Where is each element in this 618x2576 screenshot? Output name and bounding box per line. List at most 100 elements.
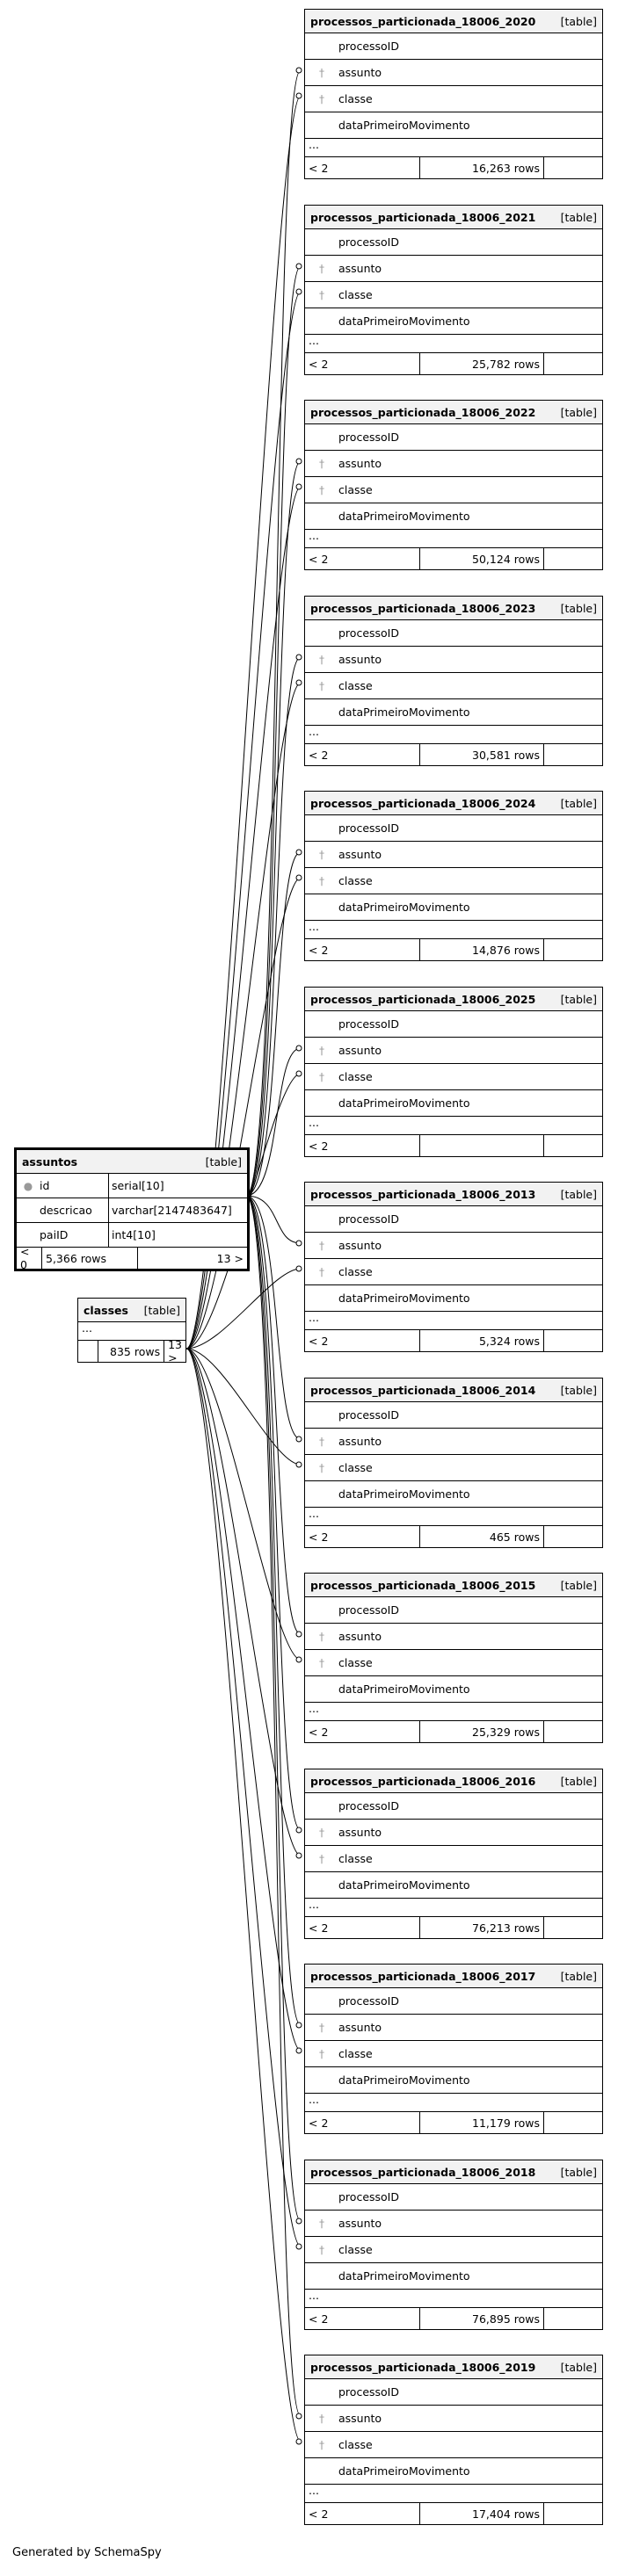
table-header: processos_particionada_18006_2018[table] bbox=[305, 2160, 602, 2184]
column-row: †classe bbox=[305, 868, 602, 894]
column-name: assunto bbox=[338, 653, 382, 666]
table-partition[interactable]: processos_particionada_18006_2019[table]… bbox=[304, 2355, 603, 2525]
column-row: processoID bbox=[305, 229, 602, 256]
table-partition[interactable]: processos_particionada_18006_2013[table]… bbox=[304, 1182, 603, 1352]
column-row-paiID: paiID int4[10] bbox=[17, 1223, 247, 1248]
more-columns: ... bbox=[305, 921, 602, 939]
column-name: dataPrimeiroMovimento bbox=[338, 901, 470, 914]
column-name: processoID bbox=[338, 1017, 399, 1031]
column-row: †assunto bbox=[305, 2211, 602, 2237]
edge-end-marker bbox=[295, 1827, 302, 1834]
edge-end-marker bbox=[295, 874, 302, 881]
table-partition[interactable]: processos_particionada_18006_2022[table]… bbox=[304, 400, 603, 570]
table-assuntos[interactable]: assuntos [table] ● id serial[10] descric… bbox=[14, 1147, 250, 1271]
table-partition[interactable]: processos_particionada_18006_2025[table]… bbox=[304, 987, 603, 1157]
edge-end-marker bbox=[295, 1461, 302, 1468]
table-partition[interactable]: processos_particionada_18006_2015[table]… bbox=[304, 1573, 603, 1743]
column-row: processoID bbox=[305, 33, 602, 60]
column-row: †classe bbox=[305, 1259, 602, 1285]
column-row: †assunto bbox=[305, 2406, 602, 2432]
column-row: processoID bbox=[305, 1011, 602, 1038]
edge-assunto bbox=[245, 1047, 302, 1197]
column-name: assunto bbox=[338, 66, 382, 79]
edge-end-marker bbox=[295, 263, 302, 270]
table-partition[interactable]: processos_particionada_18006_2020[table]… bbox=[304, 9, 603, 179]
column-row: dataPrimeiroMovimento bbox=[305, 1285, 602, 1312]
column-name: assunto bbox=[338, 457, 382, 470]
column-name: dataPrimeiroMovimento bbox=[338, 1878, 470, 1892]
parents-count: < 2 bbox=[305, 939, 420, 960]
column-row: †classe bbox=[305, 477, 602, 503]
edge-assunto bbox=[245, 851, 302, 1197]
edge-assunto bbox=[245, 1195, 302, 1635]
column-row: †classe bbox=[305, 282, 602, 308]
edge-end-marker bbox=[295, 2218, 302, 2225]
edge-end-marker bbox=[295, 67, 302, 74]
table-partition[interactable]: processos_particionada_18006_2016[table]… bbox=[304, 1769, 603, 1939]
column-row: †classe bbox=[305, 2237, 602, 2263]
row-count: 16,263 rows bbox=[420, 157, 544, 178]
row-count: 30,581 rows bbox=[420, 744, 544, 765]
column-name: classe bbox=[338, 483, 373, 496]
edge-end-marker bbox=[295, 458, 302, 465]
edge-end-marker bbox=[295, 1240, 302, 1247]
table-header: processos_particionada_18006_2023[table] bbox=[305, 597, 602, 620]
column-row: dataPrimeiroMovimento bbox=[305, 1481, 602, 1508]
edge-end-marker bbox=[295, 1436, 302, 1443]
column-name: processoID bbox=[338, 1603, 399, 1617]
table-name: processos_particionada_18006_2015 bbox=[310, 1578, 536, 1592]
edge-assunto bbox=[245, 656, 302, 1197]
table-header: assuntos [table] bbox=[17, 1150, 247, 1174]
column-row: †assunto bbox=[305, 60, 602, 86]
table-classes[interactable]: classes [table] ... 835 rows 13 > bbox=[77, 1298, 186, 1364]
column-name: processoID bbox=[338, 821, 399, 835]
column-row: processoID bbox=[305, 1402, 602, 1429]
table-partition[interactable]: processos_particionada_18006_2014[table]… bbox=[304, 1378, 603, 1548]
more-columns: ... bbox=[305, 1312, 602, 1330]
column-name: assunto bbox=[338, 2021, 382, 2034]
table-partition[interactable]: processos_particionada_18006_2024[table]… bbox=[304, 791, 603, 961]
more-columns: ... bbox=[305, 1899, 602, 1917]
parents-count: < 2 bbox=[305, 1917, 420, 1938]
column-name: classe bbox=[338, 1070, 373, 1083]
foreign-key-icon: † bbox=[319, 679, 324, 692]
table-partition[interactable]: processos_particionada_18006_2018[table]… bbox=[304, 2160, 603, 2330]
table-header: processos_particionada_18006_2014[table] bbox=[305, 1378, 602, 1402]
row-count: 25,782 rows bbox=[420, 353, 544, 374]
column-row: †assunto bbox=[305, 1820, 602, 1846]
edge-end-marker bbox=[295, 1852, 302, 1859]
table-partition[interactable]: processos_particionada_18006_2021[table]… bbox=[304, 205, 603, 375]
column-name: assunto bbox=[338, 1239, 382, 1252]
edge-end-marker bbox=[295, 1631, 302, 1638]
more-columns: ... bbox=[305, 2485, 602, 2503]
table-partition[interactable]: processos_particionada_18006_2023[table]… bbox=[304, 596, 603, 766]
edge-end-marker bbox=[295, 1070, 302, 1077]
column-row: †assunto bbox=[305, 256, 602, 282]
edge-end-marker bbox=[295, 483, 302, 490]
edge-end-marker bbox=[295, 1045, 302, 1052]
column-row: †assunto bbox=[305, 1429, 602, 1455]
children-count bbox=[544, 2308, 602, 2329]
column-name: dataPrimeiroMovimento bbox=[338, 1096, 470, 1110]
more-columns: ... bbox=[305, 1508, 602, 1526]
edge-end-marker bbox=[295, 2413, 302, 2420]
table-partition[interactable]: processos_particionada_18006_2017[table]… bbox=[304, 1964, 603, 2134]
edge-assunto bbox=[245, 460, 302, 1197]
edge-classe bbox=[185, 1348, 302, 2442]
table-type: [table] bbox=[560, 796, 597, 810]
table-header: processos_particionada_18006_2022[table] bbox=[305, 401, 602, 424]
column-row: dataPrimeiroMovimento bbox=[305, 2263, 602, 2290]
column-row: processoID bbox=[305, 1988, 602, 2015]
children-count bbox=[544, 1330, 602, 1351]
parents-count: < 2 bbox=[305, 1526, 420, 1547]
foreign-key-icon: † bbox=[319, 653, 324, 666]
row-count: 50,124 rows bbox=[420, 548, 544, 569]
foreign-key-icon: † bbox=[319, 2243, 324, 2256]
children-count: 13 > bbox=[168, 1338, 182, 1364]
table-type: [table] bbox=[205, 1154, 242, 1169]
column-row: †classe bbox=[305, 86, 602, 112]
column-name: processoID bbox=[338, 1212, 399, 1226]
column-name: classe bbox=[338, 2438, 373, 2451]
column-name: assunto bbox=[338, 262, 382, 275]
